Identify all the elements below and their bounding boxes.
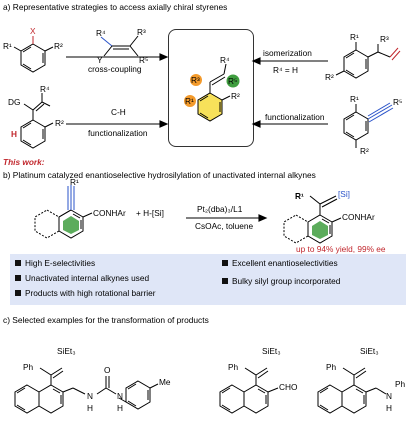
amide-highlight bbox=[63, 216, 79, 234]
label-r4-a2: R⁴ bbox=[96, 28, 106, 38]
bullet-5 bbox=[15, 290, 21, 296]
bullet-4 bbox=[222, 278, 228, 284]
aldehyde-product-structure bbox=[219, 367, 279, 414]
product-box bbox=[168, 29, 254, 147]
siet3-label-1: SiEt₃ bbox=[57, 346, 76, 356]
siet3-label-2: SiEt₃ bbox=[262, 346, 281, 356]
label-y: Y bbox=[97, 55, 103, 65]
siet3-label-3: SiEt₃ bbox=[360, 346, 379, 356]
hsi-reagent: + H-[Si] bbox=[136, 208, 164, 218]
alkyne-substrate-structure bbox=[343, 102, 394, 148]
nh-label-2: H bbox=[117, 403, 123, 413]
n-label-1: N bbox=[87, 391, 93, 401]
amine-product-structure bbox=[317, 367, 387, 414]
highlight-4: Bulky silyl group incorporated bbox=[232, 276, 341, 286]
reaction-arrow-b bbox=[186, 214, 268, 222]
highlights-panel bbox=[10, 254, 406, 305]
ph-label-1: Ph bbox=[23, 362, 34, 372]
label-r2-a4: R² bbox=[55, 118, 64, 128]
axially-chiral-styrene-structure bbox=[184, 63, 240, 122]
label-r3-a3: R³ bbox=[380, 34, 389, 44]
highlight-5: Products with high rotational barrier bbox=[25, 288, 156, 298]
label-r2-a1: R² bbox=[54, 41, 63, 51]
urea-product-structure bbox=[14, 367, 159, 414]
ch-label-line2: functionalization bbox=[88, 128, 148, 138]
r4-eq-h-label: R⁴ = H bbox=[273, 65, 299, 75]
catalyst-label: Pt₂(dba)₃/L1 bbox=[197, 204, 243, 214]
ch-substrate-structure bbox=[20, 93, 54, 149]
label-x: X bbox=[30, 26, 36, 36]
label-r4-center: R⁴ bbox=[220, 55, 230, 65]
label-r3-center: R³ bbox=[191, 75, 200, 85]
this-work-label: This work: bbox=[3, 157, 45, 167]
section-b-title: b) Platinum catalyzed enantioselective h… bbox=[3, 170, 316, 180]
nh-label-1: H bbox=[87, 403, 93, 413]
arrows-part-a bbox=[66, 53, 328, 128]
h-label-3: H bbox=[386, 403, 392, 413]
aryl-halide-structure bbox=[13, 36, 54, 73]
product-amide-label: CONHAr bbox=[342, 212, 375, 222]
highlight-1: High E-selectivities bbox=[25, 258, 96, 268]
n-label-2: N bbox=[117, 391, 123, 401]
ph-label-4: Ph bbox=[395, 379, 406, 389]
label-r5-center: R⁵ bbox=[228, 76, 238, 86]
label-r1-center: R¹ bbox=[185, 96, 194, 106]
amide-label: CONHAr bbox=[93, 208, 126, 218]
functionalization-label: functionalization bbox=[265, 112, 325, 122]
label-r2-a5: R² bbox=[360, 146, 369, 156]
n-label-3: N bbox=[386, 391, 392, 401]
label-r4-a4: R⁴ bbox=[40, 84, 50, 94]
bullet-3 bbox=[15, 275, 21, 281]
label-r1-a1: R¹ bbox=[3, 41, 12, 51]
label-r3-a2: R³ bbox=[137, 27, 146, 37]
highlight-2: Excellent enantioselectivities bbox=[232, 258, 338, 268]
allyl-arene-structure bbox=[335, 42, 401, 79]
section-a-title: a) Representative strategies to access a… bbox=[3, 2, 228, 12]
label-dg: DG bbox=[8, 97, 21, 107]
label-r5-a5: R⁵ bbox=[393, 97, 403, 107]
si-label: [Si] bbox=[338, 189, 350, 199]
alkyne-naphthalene-structure bbox=[34, 185, 93, 239]
o-label: O bbox=[104, 365, 111, 375]
label-h-ch: H bbox=[11, 129, 17, 139]
yield-note: up to 94% yield, 99% ee bbox=[296, 244, 386, 254]
label-r5-a2: R⁵ bbox=[139, 55, 149, 65]
label-r1-b-product: R¹ bbox=[295, 191, 304, 201]
highlight-3: Unactivated internal alkynes used bbox=[25, 273, 150, 283]
product-amide-highlight bbox=[312, 221, 328, 239]
ch-label-line1: C-H bbox=[111, 107, 126, 117]
me-label: Me bbox=[159, 377, 171, 387]
bullet-2 bbox=[222, 260, 228, 266]
alkene-partner-structure bbox=[100, 35, 139, 57]
vinylsilane-product-structure bbox=[283, 195, 342, 244]
ph-label-3: Ph bbox=[326, 362, 337, 372]
conditions-label: CsOAc, toluene bbox=[195, 221, 254, 231]
label-r2-a3: R² bbox=[325, 72, 334, 82]
isomerization-label: isomerization bbox=[263, 48, 312, 58]
ph-label-2: Ph bbox=[228, 362, 239, 372]
cross-coupling-label: cross-coupling bbox=[88, 64, 142, 74]
section-c-title: c) Selected examples for the transformat… bbox=[3, 315, 209, 325]
label-r1-a3: R¹ bbox=[350, 32, 359, 42]
label-r2-center: R² bbox=[231, 91, 240, 101]
bullet-1 bbox=[15, 260, 21, 266]
label-r1-b-substrate: R¹ bbox=[70, 177, 79, 187]
label-r1-a5: R¹ bbox=[350, 94, 359, 104]
cho-label: CHO bbox=[279, 382, 298, 392]
